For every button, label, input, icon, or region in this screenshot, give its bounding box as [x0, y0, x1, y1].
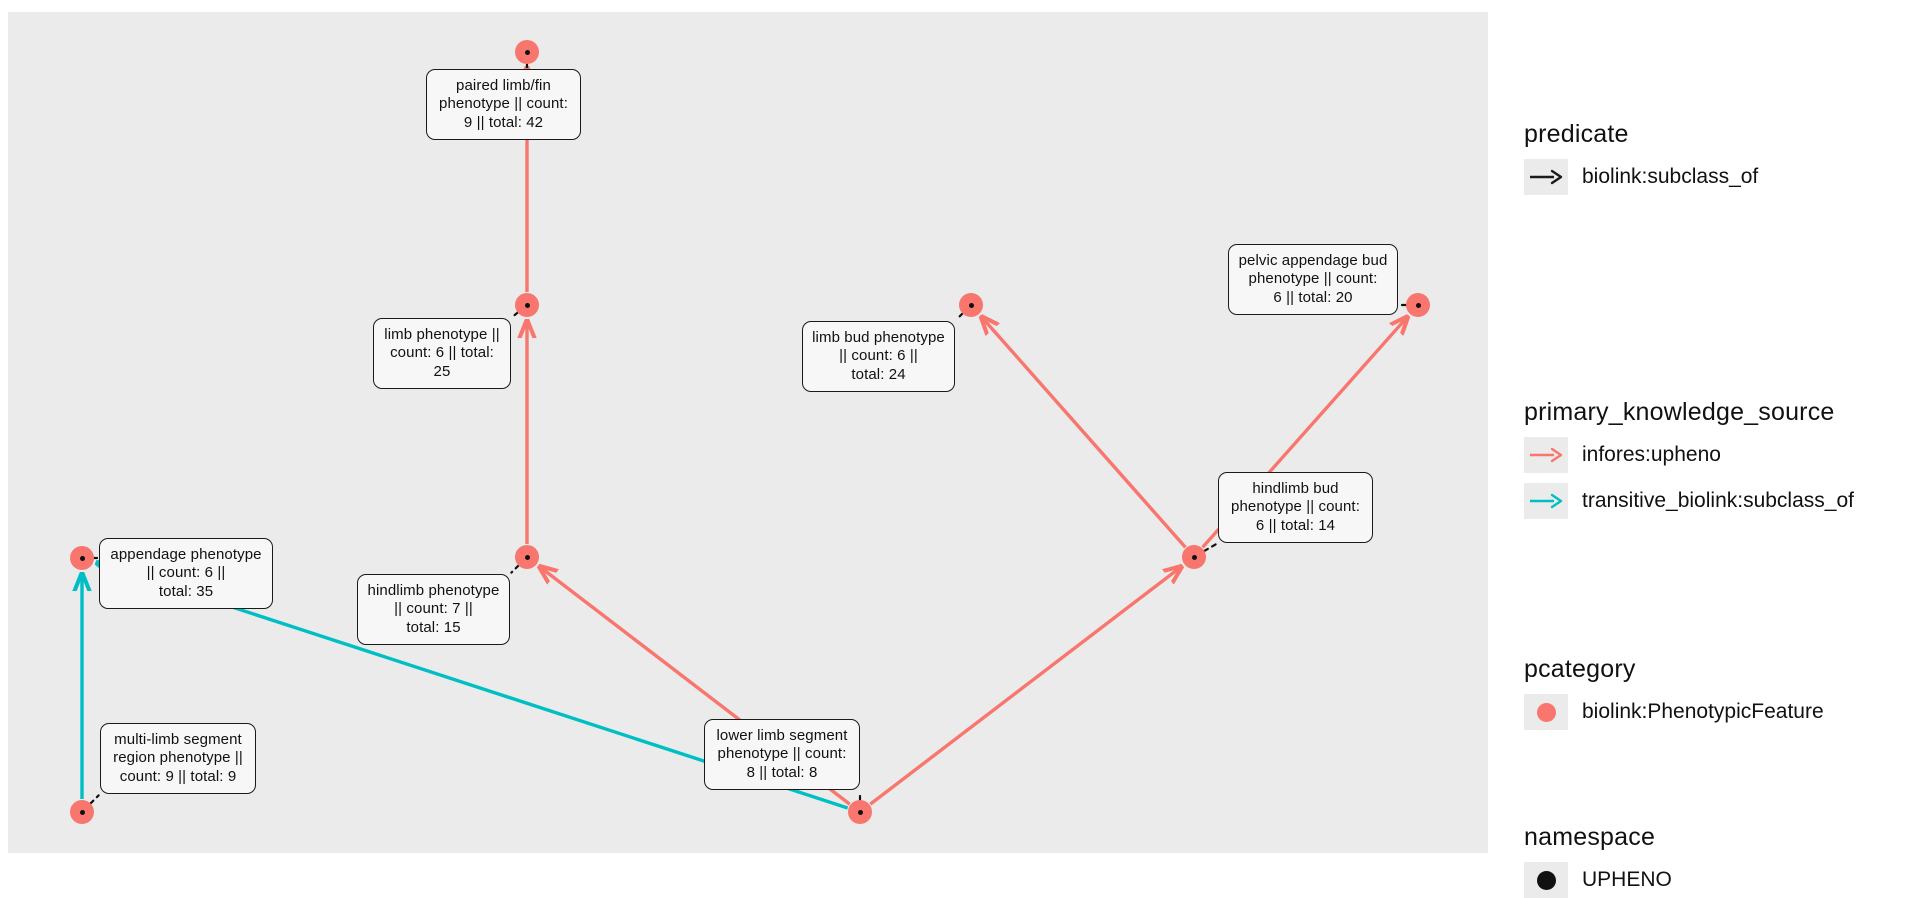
- legend-title: predicate: [1524, 120, 1629, 148]
- legend-item[interactable]: infores:upheno: [1524, 437, 1854, 473]
- arrow-icon: [1530, 493, 1563, 509]
- namespace-dot-icon: [968, 302, 974, 308]
- legend-item-label: infores:upheno: [1582, 443, 1721, 466]
- legend-group-predicate: predicate biolink:subclass_of: [1524, 120, 1758, 195]
- graph-node-appendage[interactable]: [70, 546, 94, 570]
- legend-title: pcategory: [1524, 655, 1636, 683]
- legend-item[interactable]: biolink:PhenotypicFeature: [1524, 694, 1824, 730]
- legend-key-swatch: [1524, 862, 1568, 898]
- namespace-dot-icon: [79, 809, 85, 815]
- arrow-icon: [1530, 447, 1563, 463]
- node-label-line: limb bud phenotype: [812, 329, 945, 346]
- graph-node-limb_bud[interactable]: [959, 293, 983, 317]
- legend-title: namespace: [1524, 823, 1656, 851]
- legend-item-label: biolink:PhenotypicFeature: [1582, 700, 1824, 723]
- namespace-dot-icon: [1191, 554, 1197, 560]
- node-label-line: || count: 6 ||: [146, 564, 226, 582]
- node-label-line: region phenotype ||: [113, 749, 243, 767]
- legend-item[interactable]: UPHENO: [1524, 862, 1672, 898]
- node-label-appendage: appendage phenotype|| count: 6 ||total: …: [99, 538, 273, 609]
- label-leader-line: [511, 311, 519, 318]
- legend-key-swatch: [1524, 159, 1568, 195]
- legend-panel: predicate biolink:subclass_of primary_know…: [1524, 0, 1920, 898]
- legend-item[interactable]: biolink:subclass_of: [1524, 159, 1758, 195]
- node-label-limb_bud: limb bud phenotype|| count: 6 ||total: 2…: [802, 321, 955, 392]
- namespace-dot-icon: [857, 809, 863, 815]
- node-label-line: paired limb/fin: [456, 77, 551, 94]
- node-label-line: 6 || total: 20: [1273, 288, 1353, 306]
- graph-node-hindlimb_bud[interactable]: [1182, 545, 1206, 569]
- node-label-line: total: 15: [406, 618, 461, 636]
- node-label-line: || count: 7 ||: [394, 600, 473, 618]
- namespace-dot-icon: [524, 554, 530, 560]
- circle-icon: [1536, 870, 1556, 890]
- node-label-line: phenotype || count:: [717, 745, 847, 763]
- node-label-line: total: 35: [158, 582, 214, 600]
- legend-item-label: biolink:subclass_of: [1582, 165, 1759, 188]
- node-label-line: count: 9 || total: 9: [119, 767, 237, 785]
- graph-node-limb[interactable]: [515, 293, 539, 317]
- legend-key-swatch: [1524, 437, 1568, 473]
- node-label-line: 9 || total: 42: [463, 113, 544, 131]
- node-label-limb: limb phenotype ||count: 6 || total:25: [373, 318, 511, 389]
- namespace-dot-icon: [79, 555, 85, 561]
- node-label-line: phenotype || count:: [1231, 498, 1360, 516]
- namespace-dot-icon: [524, 302, 530, 308]
- graph-node-lower_limb_segment[interactable]: [848, 800, 872, 824]
- graph-edge[interactable]: [869, 567, 1181, 806]
- label-leader-line: [89, 794, 100, 805]
- arrow-icon: [1530, 169, 1563, 185]
- node-label-line: || count: 6 ||: [839, 347, 918, 365]
- node-label-line: phenotype || count:: [1248, 270, 1378, 288]
- node-label-line: multi-limb segment: [114, 731, 242, 748]
- node-label-hindlimb: hindlimb phenotype|| count: 7 ||total: 1…: [357, 574, 510, 645]
- namespace-dot-icon: [524, 49, 530, 55]
- node-label-line: 25: [433, 362, 451, 380]
- node-label-line: 8 || total: 8: [746, 763, 818, 781]
- namespace-dot-icon: [1415, 302, 1421, 308]
- node-label-line: lower limb segment: [716, 727, 848, 744]
- legend-group-primary_knowledge_source: primary_knowledge_source infores:upheno tr…: [1524, 398, 1854, 519]
- node-label-line: hindlimb bud: [1252, 480, 1339, 497]
- node-label-line: total: 24: [851, 365, 906, 383]
- legend-key-swatch: [1524, 694, 1568, 730]
- legend-item[interactable]: transitive_biolink:subclass_of: [1524, 483, 1854, 519]
- label-leader-line: [1203, 542, 1218, 553]
- label-leader-line: [955, 312, 964, 321]
- legend-item-label: UPHENO: [1582, 868, 1672, 891]
- node-label-line: appendage phenotype: [110, 546, 262, 563]
- circle-icon: [1536, 702, 1556, 722]
- node-label-line: limb phenotype ||: [384, 326, 500, 343]
- node-label-line: phenotype || count:: [439, 95, 568, 113]
- label-leader-line: [510, 564, 520, 574]
- legend-key-swatch: [1524, 483, 1568, 519]
- graph-node-hindlimb[interactable]: [515, 545, 539, 569]
- node-label-line: hindlimb phenotype: [367, 582, 500, 599]
- graph-edge[interactable]: [982, 317, 1187, 549]
- graph-node-paired_limb_fin[interactable]: [515, 40, 539, 64]
- node-label-line: pelvic appendage bud: [1238, 252, 1388, 269]
- legend-item-label: transitive_biolink:subclass_of: [1582, 489, 1854, 512]
- node-label-line: 6 || total: 14: [1255, 516, 1336, 534]
- legend-group-pcategory: pcategory biolink:PhenotypicFeature: [1524, 655, 1824, 730]
- graph-node-multi_limb_segment[interactable]: [70, 800, 94, 824]
- graph-node-pelvic_appendage_bud[interactable]: [1406, 293, 1430, 317]
- node-label-line: count: 6 || total:: [390, 344, 494, 362]
- legend-title: primary_knowledge_source: [1524, 398, 1835, 426]
